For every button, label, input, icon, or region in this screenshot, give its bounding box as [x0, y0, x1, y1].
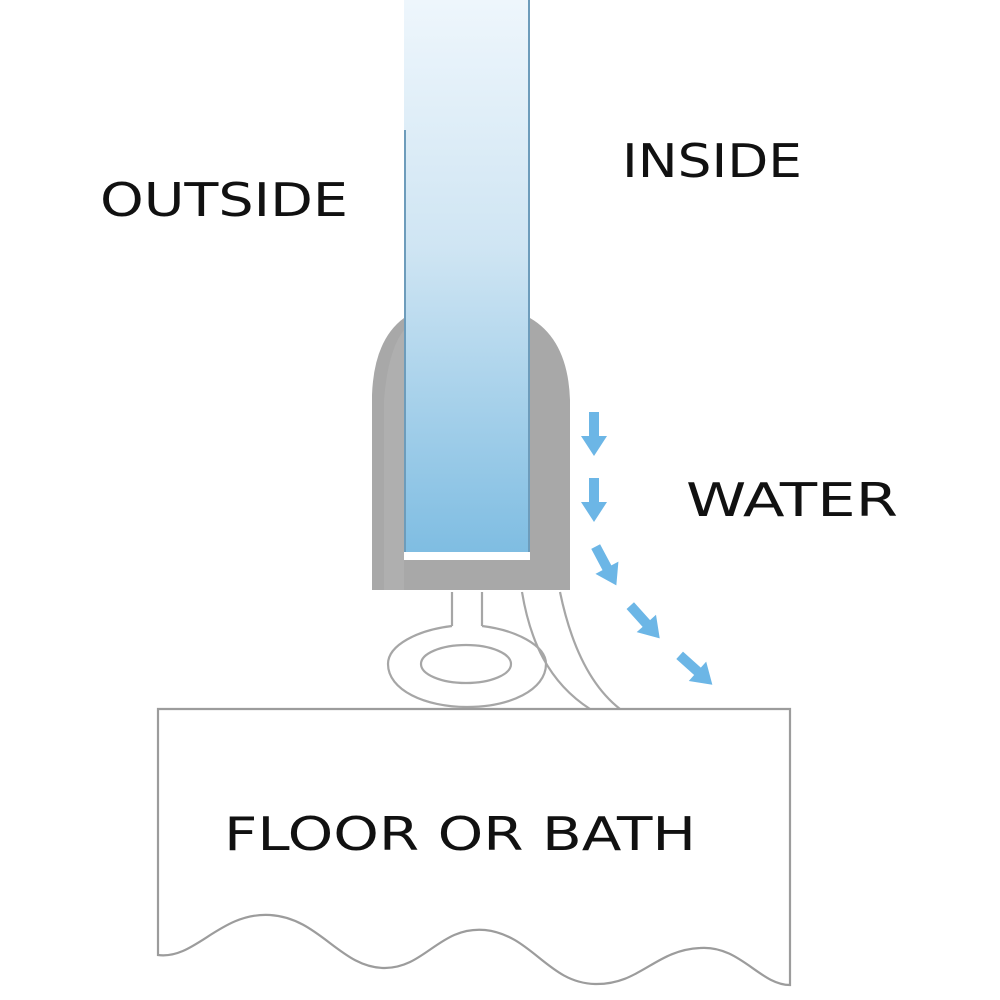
glass-panel	[404, 0, 530, 552]
water-arrow-icon	[581, 478, 607, 522]
u-channel-seal	[372, 318, 570, 590]
water-arrow-icon	[676, 651, 713, 685]
inside-label: INSIDE	[622, 134, 802, 188]
fin-inner-curve	[520, 591, 591, 710]
bulb-outer	[386, 624, 548, 709]
floor-outline	[156, 707, 792, 987]
water-label: WATER	[686, 473, 898, 527]
seal-highlight	[384, 330, 404, 590]
bulb-inner	[419, 643, 513, 685]
glass-pane	[404, 0, 530, 552]
floor-block	[156, 707, 792, 987]
water-arrow-icon	[626, 602, 660, 639]
water-arrow-icon	[581, 412, 607, 456]
water-arrows	[581, 412, 713, 685]
seal-bulb-and-fin	[386, 591, 621, 710]
water-arrow-icon	[591, 544, 619, 586]
floor-label: FLOOR OR BATH	[224, 807, 696, 861]
outside-label: OUTSIDE	[100, 173, 348, 227]
fin-outer-curve	[558, 591, 621, 710]
